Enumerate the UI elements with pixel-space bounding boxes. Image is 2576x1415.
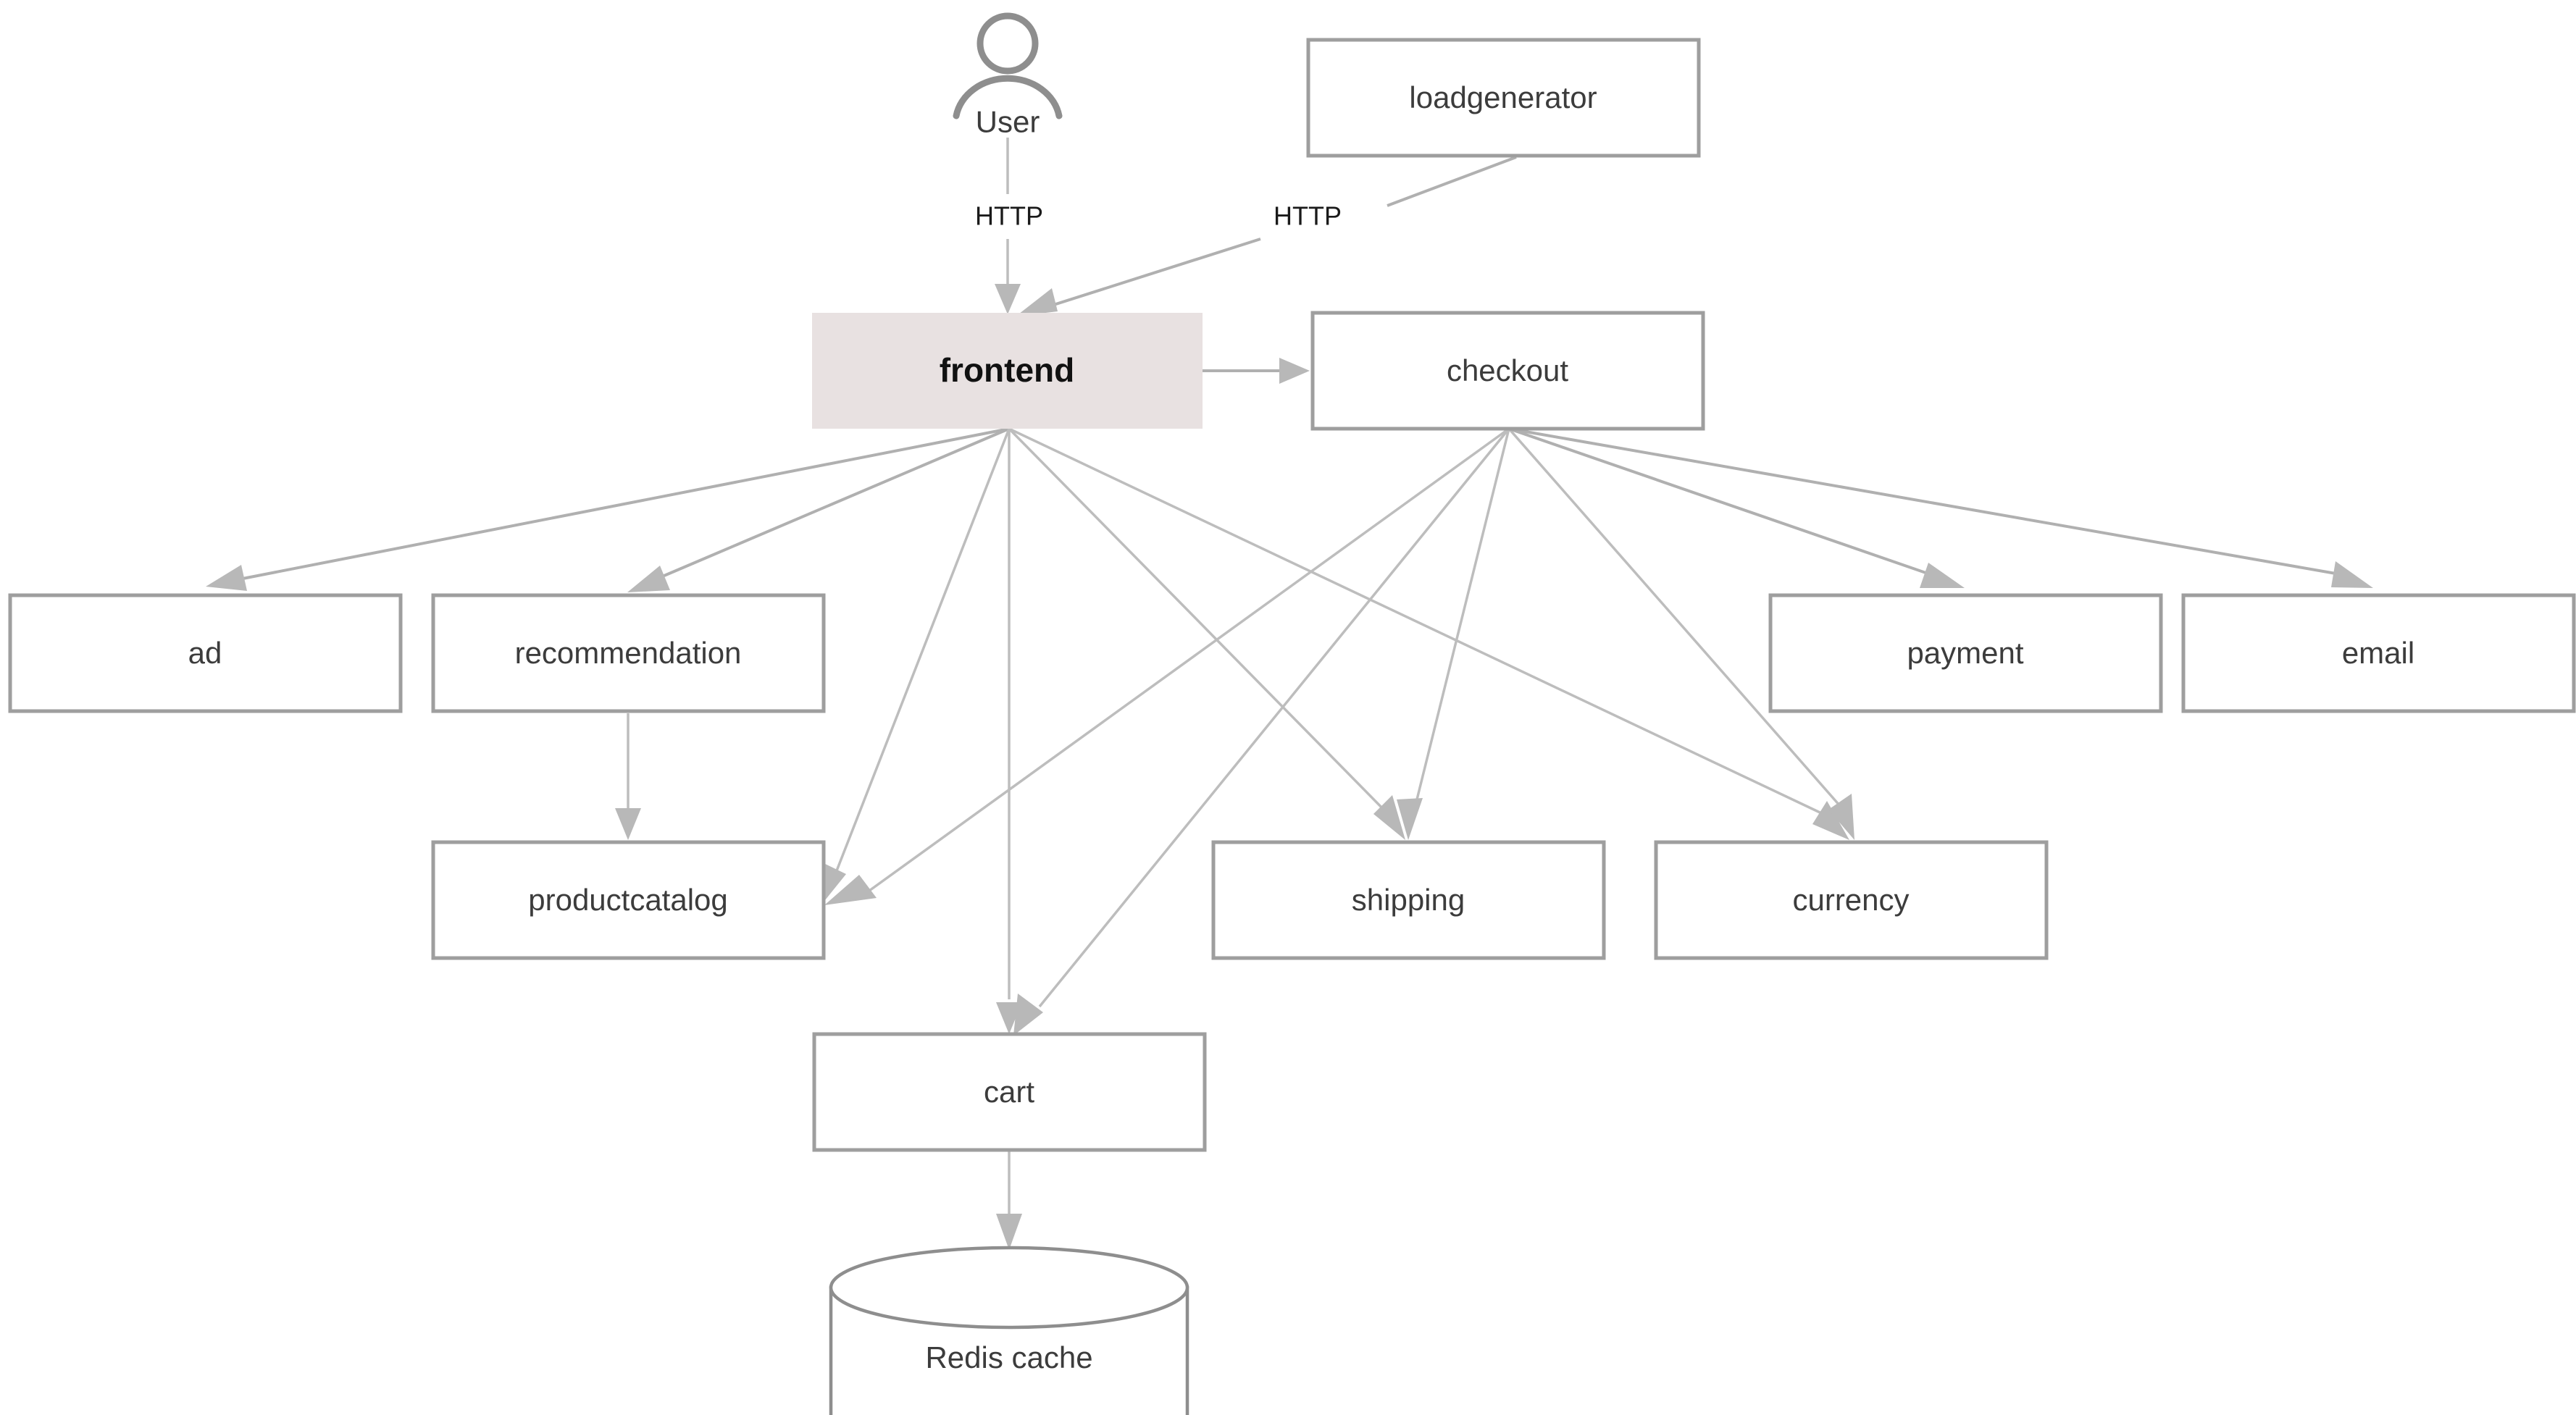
node-checkout[interactable]: checkout: [1310, 311, 1705, 431]
node-cart[interactable]: cart: [812, 1032, 1207, 1152]
node-productcatalog-label: productcatalog: [528, 883, 728, 917]
edge-loadgenerator-to-frontend: [1016, 156, 1517, 316]
node-productcatalog[interactable]: productcatalog: [431, 840, 826, 960]
label-bg-http-user: [956, 196, 1063, 238]
edge-frontend-to-checkout: [1203, 358, 1310, 384]
node-checkout-label: checkout: [1447, 353, 1568, 387]
node-frontend-label: frontend: [940, 351, 1075, 389]
edge-frontend-to-currency: [1008, 427, 1849, 840]
node-frontend[interactable]: frontend: [812, 313, 1203, 429]
edge-label-layer: HTTP HTTP: [956, 196, 1362, 238]
node-cart-label: cart: [984, 1075, 1034, 1109]
node-email[interactable]: email: [2181, 593, 2576, 713]
edge-label-http-user: HTTP: [975, 201, 1043, 231]
node-currency-label: currency: [1792, 883, 1909, 917]
node-ad-label: ad: [188, 636, 222, 670]
edge-frontend-to-ad: [206, 427, 1010, 591]
edge-frontend-to-recommendation: [627, 427, 1010, 592]
node-payment[interactable]: payment: [1768, 593, 2163, 713]
actor-user-label: User: [976, 104, 1040, 138]
edge-checkout-to-currency: [1507, 427, 1854, 840]
edge-user-to-frontend: [995, 138, 1021, 314]
cylinder-icon: [829, 1246, 1189, 1415]
node-rediscache[interactable]: Redis cache: [829, 1246, 1189, 1415]
node-ad[interactable]: ad: [8, 593, 403, 713]
edge-frontend-to-productcatalog: [821, 428, 1011, 904]
edge-checkout-to-payment: [1508, 427, 1965, 588]
node-rediscache-label: Redis cache: [925, 1340, 1092, 1374]
edge-frontend-to-cart: [996, 429, 1022, 1034]
edge-layer: [206, 138, 2373, 1250]
node-shipping-label: shipping: [1352, 883, 1465, 917]
edge-label-http-loadgenerator: HTTP: [1274, 201, 1342, 231]
edge-checkout-to-productcatalog: [824, 427, 1510, 905]
actor-user[interactable]: User: [953, 12, 1063, 138]
edge-frontend-to-shipping: [1008, 427, 1405, 840]
label-bg-http-loadgenerator: [1255, 196, 1362, 238]
node-currency[interactable]: currency: [1654, 840, 2049, 960]
node-email-label: email: [2342, 636, 2414, 670]
edge-cart-to-rediscache: [996, 1150, 1022, 1250]
node-loadgenerator[interactable]: loadgenerator: [1306, 38, 1701, 158]
node-shipping[interactable]: shipping: [1211, 840, 1606, 960]
node-loadgenerator-label: loadgenerator: [1409, 80, 1597, 114]
node-payment-label: payment: [1907, 636, 2023, 670]
edge-checkout-to-cart: [1013, 427, 1510, 1036]
node-recommendation-label: recommendation: [515, 636, 742, 670]
node-recommendation[interactable]: recommendation: [431, 593, 826, 713]
edge-checkout-to-email: [1508, 427, 2373, 588]
edge-recommendation-to-productcatalog: [615, 713, 641, 840]
edge-checkout-to-shipping: [1397, 428, 1510, 840]
person-icon: [953, 12, 1063, 119]
